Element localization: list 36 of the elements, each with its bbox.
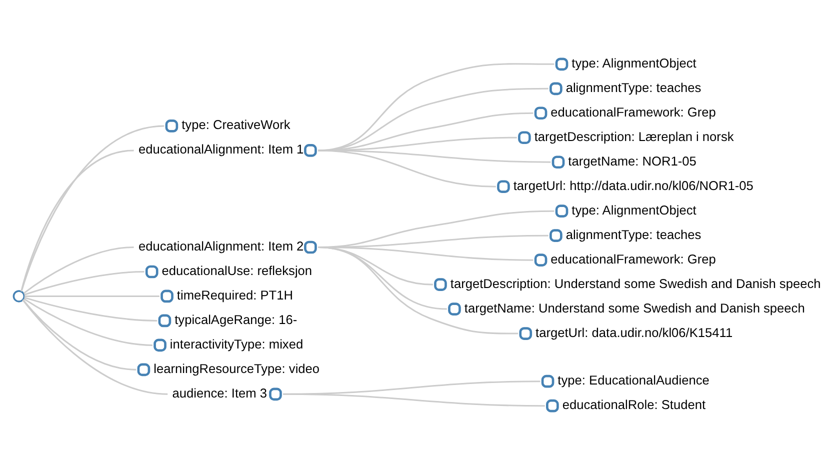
connector (318, 246, 518, 334)
node-label: learningResourceType: video (154, 360, 320, 376)
connector (318, 149, 496, 187)
connector (22, 298, 136, 370)
connector (24, 270, 144, 295)
node-label: targetDescription: Læreplan i norsk (534, 128, 734, 144)
node-label: timeRequired: PT1H (176, 286, 294, 302)
connector (20, 149, 134, 292)
node-label: type: EducationalAudience (558, 372, 710, 388)
node-label: alignmentType: teaches (566, 79, 702, 94)
node-label: interactivityType: mixed (170, 336, 304, 351)
connector (20, 124, 164, 292)
connector (24, 296, 158, 321)
connector (23, 246, 134, 294)
node-label: targetUrl: data.udir.no/kl06/K15411 (536, 324, 733, 340)
node-label: educationalAlignment: Item 1 (138, 141, 304, 156)
node-label: type: AlignmentObject (572, 54, 696, 70)
node-label: typicalAgeRange: 16- (174, 311, 298, 326)
node-label: educationalFramework: Grep (550, 104, 716, 119)
connector (24, 294, 160, 296)
node-label: audience: Item 3 (172, 384, 268, 400)
connector (283, 392, 545, 406)
node-label: educationalFramework: Grep (550, 250, 716, 266)
node-label: targetDescription: Understand some Swedish and Danish speech (450, 275, 821, 290)
node-label: educationalUse: refleksjon (162, 262, 312, 278)
node-label: educationalAlignment: Item 2 (138, 238, 304, 254)
node-label: type: AlignmentObject (572, 202, 696, 217)
node-label: educationalRole: Student (562, 396, 706, 412)
node-label: targetUrl: http://data.udir.no/kl06/NOR1-05 (513, 177, 754, 192)
connector (22, 298, 168, 394)
connector (24, 298, 152, 346)
node-circle (12, 290, 26, 302)
node-label: targetName: Understand some Swedish and Danish speech (464, 300, 805, 315)
node-label: alignmentType: teaches (566, 226, 702, 242)
node-label: type: CreativeWork (182, 116, 290, 132)
node-label: targetName: NOR1-05 (568, 152, 696, 168)
